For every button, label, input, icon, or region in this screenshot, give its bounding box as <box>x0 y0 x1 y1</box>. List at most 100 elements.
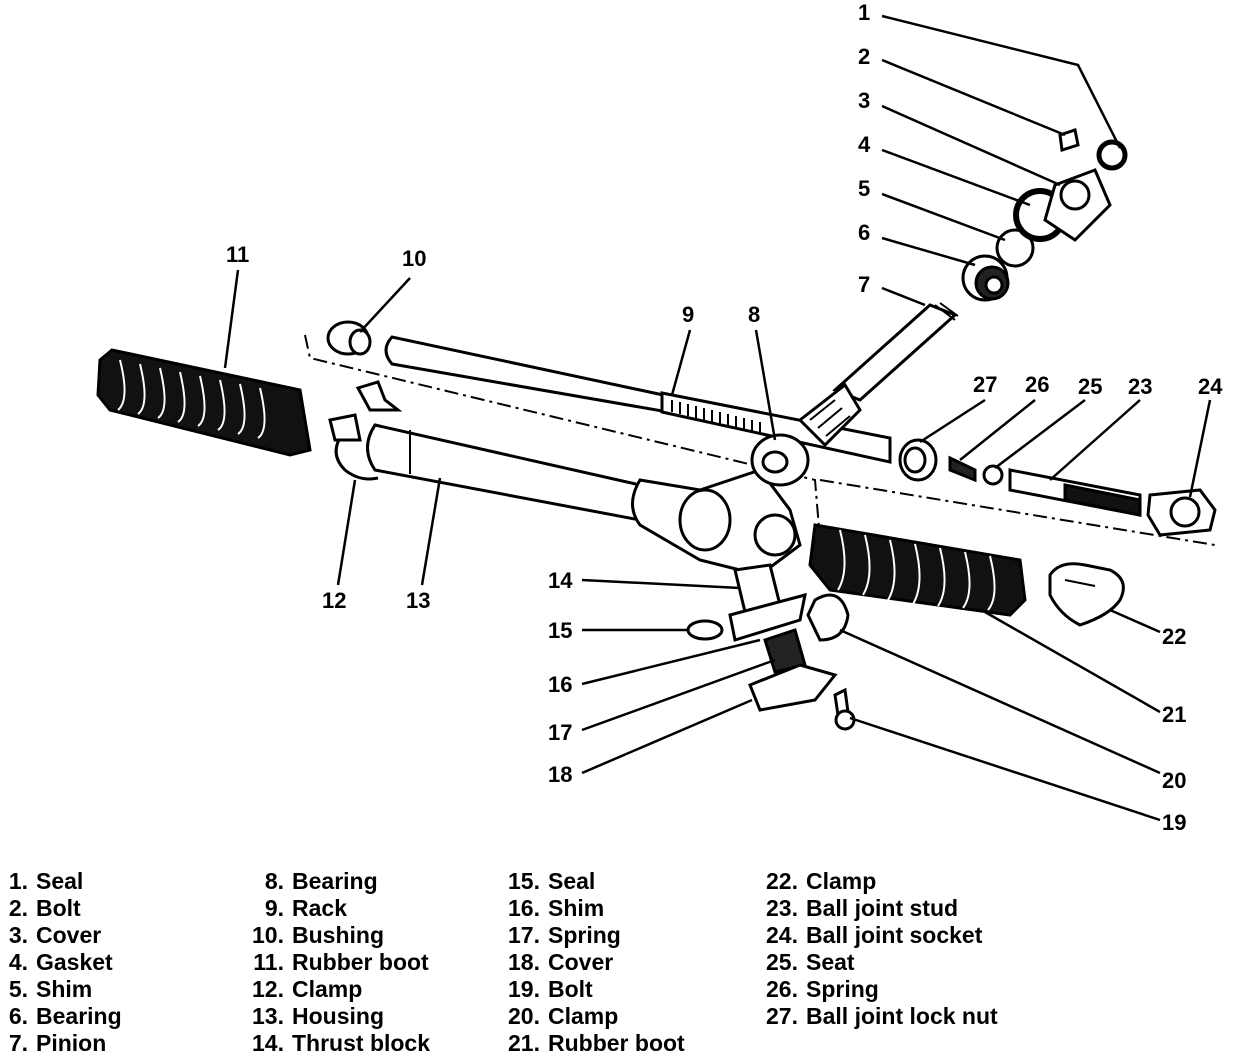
callout-10: 10 <box>402 246 426 271</box>
legend-item: 19.Bolt <box>508 976 593 1002</box>
callout-27: 27 <box>973 372 997 397</box>
ball-joint-lock-nut <box>898 438 938 482</box>
legend-item: 21.Rubber boot <box>508 1030 685 1056</box>
legend-item: 3.Cover <box>8 922 102 948</box>
legend-item: 16.Shim <box>508 895 605 921</box>
callout-21: 21 <box>1162 702 1186 727</box>
leader-13 <box>420 477 442 586</box>
leader-23 <box>1049 399 1141 481</box>
left-clamp <box>328 413 379 481</box>
leader-12 <box>336 479 357 586</box>
legend-item: 20.Clamp <box>508 1003 619 1029</box>
leader-18 <box>581 698 753 775</box>
leader-11 <box>223 269 240 369</box>
leader-25 <box>994 399 1086 469</box>
seat <box>982 464 1004 486</box>
callout-1: 1 <box>858 0 870 25</box>
callout-26: 26 <box>1025 372 1049 397</box>
legend-item: 13.Housing <box>252 1003 384 1029</box>
callout-19: 19 <box>1162 810 1186 835</box>
leader-3 <box>881 104 1061 187</box>
seal-1 <box>1096 139 1128 171</box>
callout-15: 15 <box>548 618 572 643</box>
legend-item: 10.Bushing <box>252 922 384 948</box>
callout-22: 22 <box>1162 624 1186 649</box>
legend-item: 11.Rubber boot <box>253 949 429 975</box>
legend-item: 15.Seal <box>508 868 596 894</box>
legend-item: 6.Bearing <box>8 1003 122 1029</box>
callout-4: 4 <box>858 132 871 157</box>
bolt-19 <box>833 687 856 731</box>
ball-joint-stud <box>1008 468 1142 517</box>
ball-joint-socket <box>1146 488 1217 537</box>
cover-3 <box>1043 168 1112 242</box>
callout-25: 25 <box>1078 374 1102 399</box>
leader-4 <box>881 148 1031 207</box>
callout-11: 11 <box>226 242 249 267</box>
leader-26 <box>959 399 1036 461</box>
bearing-6 <box>961 254 1010 302</box>
legend-column-3: 15.Seal 16.Shim 17.Spring 18.Cover 19.Bo… <box>500 868 685 1057</box>
clamp-20 <box>806 593 850 642</box>
bearing-8 <box>750 433 810 487</box>
legend-column-1: 1.Seal 2.Bolt 3.Cover 4.Gasket 5.Shim 6.… <box>4 868 122 1057</box>
right-rubber-boot <box>808 523 1027 617</box>
legend-column-2: 8.Bearing 9.Rack 10.Bushing 11.Rubber bo… <box>248 868 430 1057</box>
leader-6 <box>881 236 976 267</box>
leader-27 <box>919 398 986 444</box>
shim-16 <box>728 592 807 642</box>
leader-22 <box>1109 608 1161 634</box>
legend-column-4: 22.Clamp 23.Ball joint stud 24.Ball join… <box>758 868 998 1030</box>
leader-14 <box>581 578 741 590</box>
seal-15 <box>686 619 724 641</box>
rack <box>384 335 892 464</box>
legend-item: 5.Shim <box>8 976 93 1002</box>
callout-2: 2 <box>858 44 870 69</box>
bushing <box>326 320 372 356</box>
callout-12: 12 <box>322 588 346 613</box>
legend-item: 18.Cover <box>508 949 614 975</box>
cover-18 <box>748 663 838 712</box>
callout-17: 17 <box>548 720 572 745</box>
callout-6: 6 <box>858 220 870 245</box>
legend-item: 27.Ball joint lock nut <box>766 1003 998 1029</box>
legend-item: 1.Seal <box>8 868 84 894</box>
legend-item: 25.Seat <box>766 949 855 975</box>
callout-20: 20 <box>1162 768 1186 793</box>
leader-19 <box>849 716 1161 822</box>
callout-9: 9 <box>682 302 694 327</box>
callout-3: 3 <box>858 88 870 113</box>
parts-legend: 1.Seal 2.Bolt 3.Cover 4.Gasket 5.Shim 6.… <box>0 868 1248 1058</box>
steering-rack-exploded-diagram: 1 2 3 4 5 6 7 8 9 10 11 12 13 14 15 16 1… <box>96 0 1223 835</box>
leader-2 <box>881 58 1066 137</box>
legend-item: 14.Thrust block <box>252 1030 431 1056</box>
legend-item: 26.Spring <box>766 976 879 1002</box>
center-axis <box>304 334 1216 546</box>
legend-item: 24.Ball joint socket <box>766 922 983 948</box>
right-clamp <box>1048 562 1125 627</box>
leader-16 <box>581 638 761 686</box>
callout-8: 8 <box>748 302 760 327</box>
leader-24 <box>1188 399 1212 498</box>
legend-item: 8.Bearing <box>264 868 378 894</box>
shim-5 <box>995 228 1035 268</box>
callout-16: 16 <box>548 672 572 697</box>
leader-21 <box>984 610 1161 714</box>
callout-14: 14 <box>548 568 573 593</box>
legend-item: 17.Spring <box>508 922 621 948</box>
left-rubber-boot <box>96 348 312 457</box>
leader-7 <box>881 286 926 307</box>
callout-24: 24 <box>1198 374 1223 399</box>
housing <box>366 423 802 577</box>
legend-item: 7.Pinion <box>8 1030 107 1056</box>
callout-18: 18 <box>548 762 572 787</box>
spring-26 <box>948 455 977 483</box>
leader-17 <box>581 658 776 732</box>
legend-item: 2.Bolt <box>8 895 81 921</box>
legend-item: 4.Gasket <box>8 949 113 975</box>
leader-8 <box>754 329 777 441</box>
clamp-bit <box>355 380 403 412</box>
callout-13: 13 <box>406 588 430 613</box>
legend-item: 23.Ball joint stud <box>766 895 959 921</box>
pinion <box>797 302 959 448</box>
